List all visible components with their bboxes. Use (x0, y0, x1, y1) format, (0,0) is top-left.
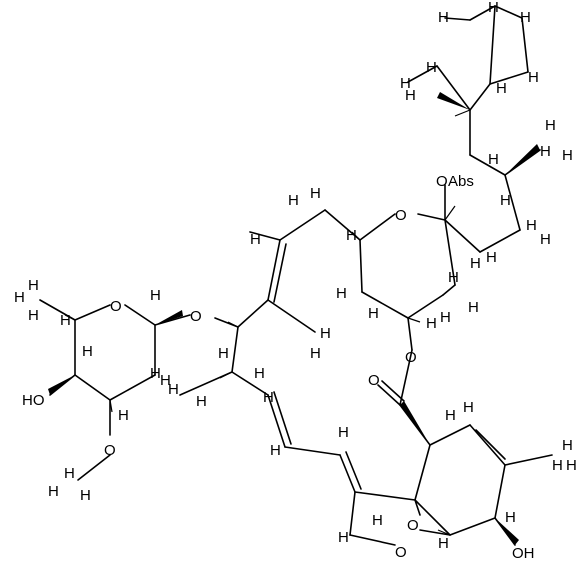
wedge-layer (48, 92, 540, 545)
hydrogen: H (468, 299, 479, 316)
hydrogen: H (60, 312, 71, 329)
ring-hydroxyl: OH (512, 545, 535, 562)
hydrogen: H (82, 343, 93, 360)
hydrogen: H (528, 69, 539, 86)
hydrogen: H (463, 399, 474, 416)
hydrogen: H (448, 269, 459, 286)
hydrogen: H (346, 227, 357, 244)
hydrogen: H (196, 393, 207, 410)
glycosidic-oxygen: O (190, 308, 202, 325)
methoxy-oxygen: O (104, 442, 116, 459)
hydrogen: H (48, 483, 59, 500)
hydrogen: H (168, 381, 179, 398)
carbonyl-oxygen: O (368, 372, 380, 389)
hydrogen: H (372, 512, 383, 529)
pyranose-ring-oxygen: O (110, 298, 122, 315)
hydrogen: H (552, 457, 563, 474)
hydrogen: H (310, 345, 321, 362)
hydrogen: H (540, 231, 551, 248)
furan-oxygen-upper: O (407, 517, 419, 534)
hydrogen: H (562, 147, 573, 164)
hydrogen: H (310, 185, 321, 202)
hydrogen: H (218, 345, 229, 362)
hydrogen: H (400, 75, 411, 92)
abs-stereo-label: Abs (448, 173, 474, 190)
hydrogen: H (470, 255, 481, 272)
hydrogen: H (566, 457, 577, 474)
spiro-ring-oxygen: O (395, 207, 407, 224)
hydrogen: H (28, 307, 39, 324)
ester-oxygen: O (405, 349, 417, 366)
hydrogen: H (28, 277, 39, 294)
hydrogen: H (150, 365, 161, 382)
hydrogen: H (288, 192, 299, 209)
bond-layer (39, 5, 553, 546)
hydrogen: H (336, 285, 347, 302)
hydrogen: H (254, 365, 265, 382)
hydrogen: H (562, 437, 573, 454)
atom-label-layer: O O O HO O O Abs O O O O OH H H H H H H … (14, 0, 577, 562)
hydrogen: H (496, 80, 507, 97)
hydrogen: H (486, 249, 497, 266)
hydrogen: H (14, 289, 25, 306)
hydrogen: H (488, 0, 499, 16)
hydrogen: H (150, 287, 161, 304)
hydrogen: H (338, 529, 349, 546)
hydrogen: H (526, 217, 537, 234)
hydrogen: H (80, 487, 91, 504)
hydrogen: H (445, 407, 456, 424)
hydrogen: H (520, 9, 531, 26)
hydrogen: H (160, 372, 171, 389)
hydrogen: H (505, 509, 516, 526)
hydrogen: H (405, 87, 416, 104)
hydrogen: H (64, 465, 75, 482)
hydrogen: H (438, 9, 449, 26)
hydrogen: H (540, 143, 551, 160)
furan-oxygen-lower: O (395, 544, 407, 561)
hydrogen: H (338, 424, 349, 441)
hydrogen: H (488, 151, 499, 168)
spiro-abs-oxygen: O (436, 173, 448, 190)
hydrogen: H (320, 325, 331, 342)
hydrogen: H (368, 305, 379, 322)
hydrogen: H (426, 59, 437, 76)
hydrogen: H (438, 535, 449, 552)
hydrogen: H (440, 309, 451, 326)
hydrogen: H (545, 117, 556, 134)
hydrogen: H (270, 442, 281, 459)
hash-layer (64, 109, 471, 536)
hydrogen: H (118, 407, 129, 424)
sugar-hydroxyl: HO (22, 392, 45, 409)
hydrogen: H (263, 389, 274, 406)
hydrogen: H (250, 231, 261, 248)
hydrogen: H (500, 192, 511, 209)
hydrogen: H (426, 315, 437, 332)
